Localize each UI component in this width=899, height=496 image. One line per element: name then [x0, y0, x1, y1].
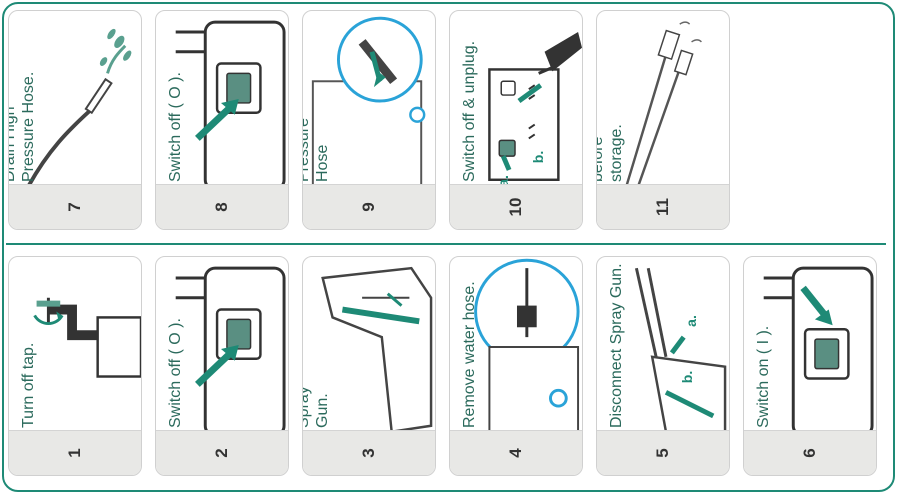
step-caption-11: Dry parts before storage. — [596, 124, 625, 182]
step-card-7: Drain High Pressure Hose. 7 — [8, 10, 142, 230]
step-caption-3: Drain water from Spray Gun. — [302, 386, 331, 428]
power-switch-icon — [175, 266, 286, 433]
step-number-strip: 9 — [303, 184, 435, 229]
tap-icon — [33, 297, 141, 378]
step-card-3: Drain water from Spray Gun. 3 — [302, 256, 436, 476]
hose-coupling-icon — [311, 16, 426, 187]
step-number-strip: 7 — [9, 184, 141, 229]
step-caption-10: Switch off & unplug. — [461, 40, 478, 182]
step-number-strip: 6 — [744, 430, 876, 475]
marker-a: a. — [682, 315, 699, 327]
hose-spray-icon — [26, 28, 132, 187]
step-card-5: a. b. Disconnect Spray Gun. 5 — [596, 256, 730, 476]
step-number-strip: 11 — [597, 184, 729, 229]
spray-gun-icon — [321, 266, 433, 433]
step-number-7: 7 — [65, 202, 84, 212]
step-caption-2: Switch off ( O ). — [167, 318, 184, 428]
step-number-8: 8 — [212, 202, 231, 212]
row-divider — [6, 243, 886, 245]
step-number-strip: 1 — [9, 430, 141, 475]
step-card-11: Dry parts before storage. 11 — [596, 10, 730, 230]
step-number-11: 11 — [653, 198, 672, 216]
step-caption-7: Drain High Pressure Hose. — [8, 71, 37, 182]
marker-b: b. — [530, 150, 547, 164]
step-card-9: Disconnect High Pressure Hose 9 — [302, 10, 436, 230]
step-number-10: 10 — [506, 197, 525, 217]
step-caption-6: Switch on ( I ). — [755, 325, 772, 428]
water-hose-icon — [474, 258, 580, 433]
step-number-6: 6 — [800, 448, 819, 458]
step-card-1: Turn off tap. 1 — [8, 256, 142, 476]
step-number-5: 5 — [653, 448, 672, 458]
step-number-strip: 3 — [303, 430, 435, 475]
spray-gun-lance-icon — [634, 267, 727, 433]
step-number-9: 9 — [359, 202, 378, 212]
step-card-8: Switch off ( O ). 8 — [155, 10, 289, 230]
step-number-strip: 2 — [156, 430, 288, 475]
step-number-strip: 5 — [597, 430, 729, 475]
step-card-2: Switch off ( O ). 2 — [155, 256, 289, 476]
drying-hoses-icon — [625, 21, 702, 187]
step-number-strip: 10 — [450, 184, 582, 229]
power-plug-icon — [488, 32, 582, 182]
step-caption-1: Turn off tap. — [20, 342, 37, 428]
marker-b: b. — [679, 370, 696, 384]
step-card-6: Switch on ( I ). 6 — [743, 256, 877, 476]
step-number-3: 3 — [359, 448, 378, 458]
step-number-strip: 4 — [450, 430, 582, 475]
step-caption-8: Switch off ( O ). — [167, 72, 184, 182]
step-caption-5: Disconnect Spray Gun. — [608, 263, 625, 428]
step-number-2: 2 — [212, 448, 231, 458]
step-caption-4: Remove water hose. — [461, 281, 478, 428]
step-card-4: Remove water hose. 4 — [449, 256, 583, 476]
step-card-10: a. b. Switch off & unplug. 10 — [449, 10, 583, 230]
step-number-strip: 8 — [156, 184, 288, 229]
power-switch-icon — [175, 20, 286, 187]
power-switch-icon — [763, 266, 874, 433]
step-caption-9: Disconnect High Pressure Hose — [302, 117, 331, 182]
step-number-4: 4 — [506, 448, 525, 458]
step-number-1: 1 — [65, 448, 84, 458]
